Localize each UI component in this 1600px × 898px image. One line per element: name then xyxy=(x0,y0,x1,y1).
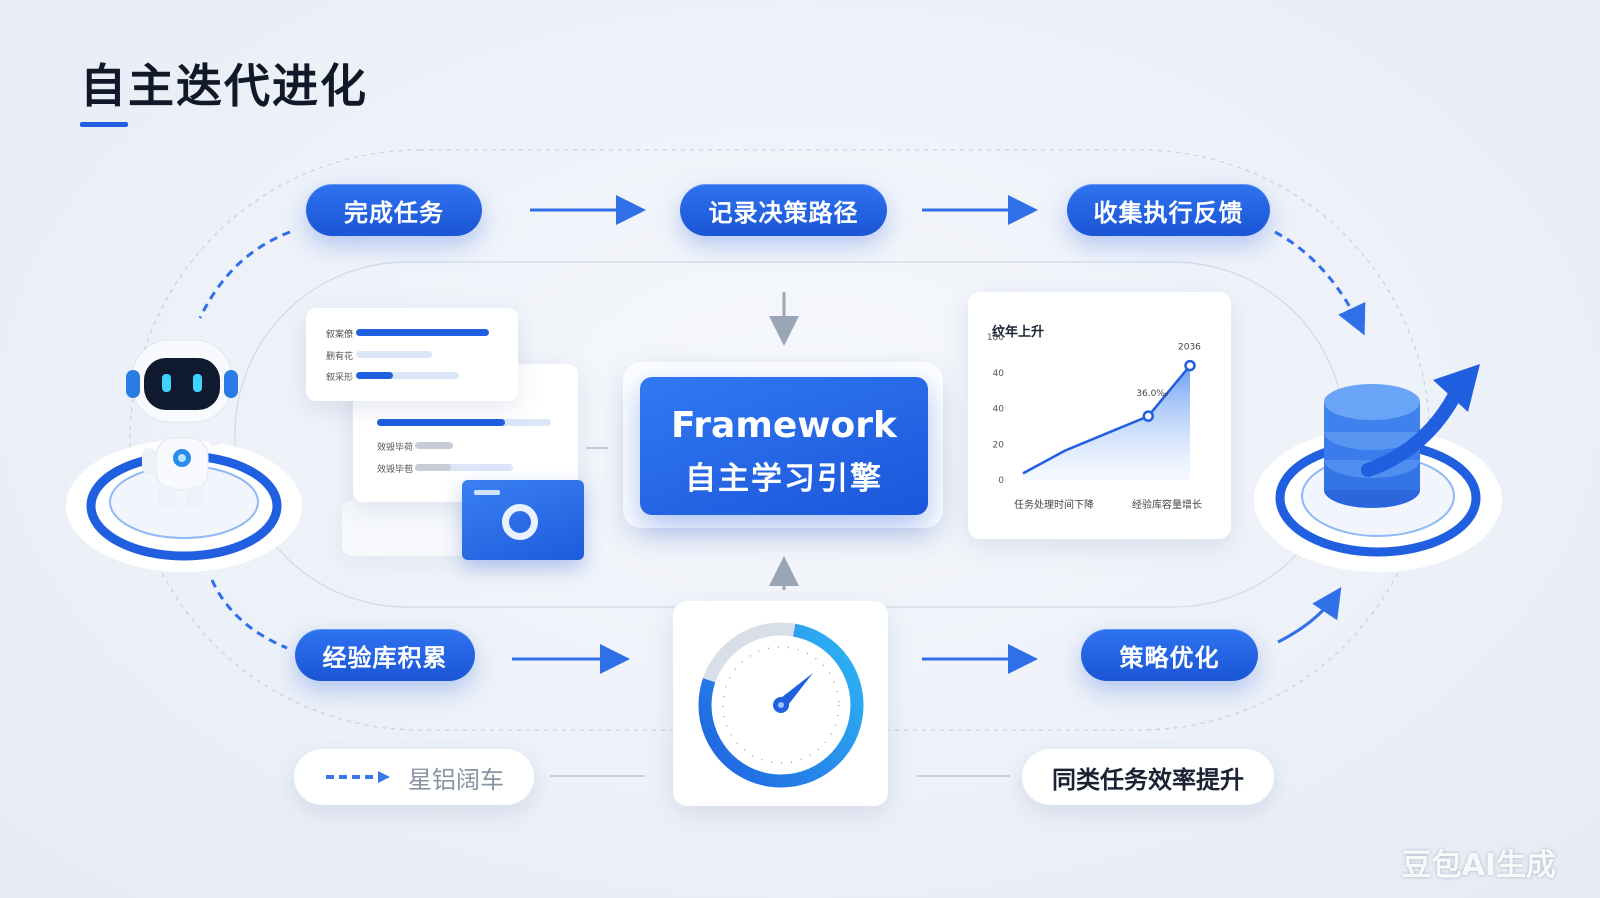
legend-dashed: 星铝阔车 xyxy=(294,749,534,805)
growth-chart: 0 20 40 40 180 36.0‰ 2036 xyxy=(987,333,1201,486)
gauge-card xyxy=(673,601,888,806)
title-underline xyxy=(80,122,128,127)
legend-efficiency: 同类任务效率提升 xyxy=(1022,749,1274,805)
y-tick-label: 0 xyxy=(998,476,1004,486)
doc-card-1: 叙案僚 删有花 叙采形 xyxy=(306,308,518,401)
data-point xyxy=(1184,359,1196,372)
y-tick-label: 40 xyxy=(993,369,1005,379)
watermark: 豆包AI生成 xyxy=(1401,848,1556,883)
x-label: 经验库容量增长 xyxy=(1132,500,1202,511)
legend-dashed-label: 星铝阔车 xyxy=(408,765,504,794)
doc-row-label: 叙案僚 xyxy=(326,330,354,340)
area-fill xyxy=(1023,365,1190,480)
robot-icon xyxy=(126,339,238,508)
step-experience-accumulation[interactable]: 经验库积累 xyxy=(295,629,475,681)
y-tick-label: 40 xyxy=(993,405,1005,415)
annotation-label: 36.0‰ xyxy=(1136,389,1168,399)
y-tick-label: 180 xyxy=(987,333,1004,343)
framework-engine[interactable]: Framework 自主学习引擎 xyxy=(640,377,928,515)
step-complete-task[interactable]: 完成任务 xyxy=(306,184,482,236)
robot-platform xyxy=(66,339,302,572)
step-record-decision-path[interactable]: 记录决策路径 xyxy=(680,184,887,236)
annotation-label: 2036 xyxy=(1178,343,1201,353)
camera-icon xyxy=(462,480,584,560)
doc-row-label: 删有花 xyxy=(326,352,354,362)
speedometer-icon xyxy=(698,622,864,788)
step-collect-feedback[interactable]: 收集执行反馈 xyxy=(1067,184,1270,236)
dashed-arrow-icon xyxy=(326,771,390,783)
doc-row-label: 效毁毕荷 xyxy=(377,443,414,453)
page-title: 自主迭代进化 xyxy=(80,59,368,113)
step-strategy-optimization[interactable]: 策略优化 xyxy=(1081,629,1258,681)
series-line xyxy=(1022,364,1191,475)
data-point xyxy=(1142,410,1154,422)
chart-title: 纹年上升 xyxy=(992,325,1045,340)
x-label: 任务处理时间下降 xyxy=(1014,500,1094,511)
doc-row-label: 效毁毕苞 xyxy=(377,465,414,475)
doc-row-label: 叙采形 xyxy=(326,373,354,383)
database-growth-icon xyxy=(1254,364,1502,572)
y-tick-label: 20 xyxy=(993,440,1005,450)
growth-chart-card: 纹年上升 0 20 40 40 180 36.0‰ 2036 任务处理时间下降 经验库容量增… xyxy=(968,292,1231,539)
engine-title-cn: 自主学习引擎 xyxy=(685,461,883,497)
engine-title-en: Framework xyxy=(671,405,897,446)
legend-efficiency-label: 同类任务效率提升 xyxy=(1052,765,1244,794)
